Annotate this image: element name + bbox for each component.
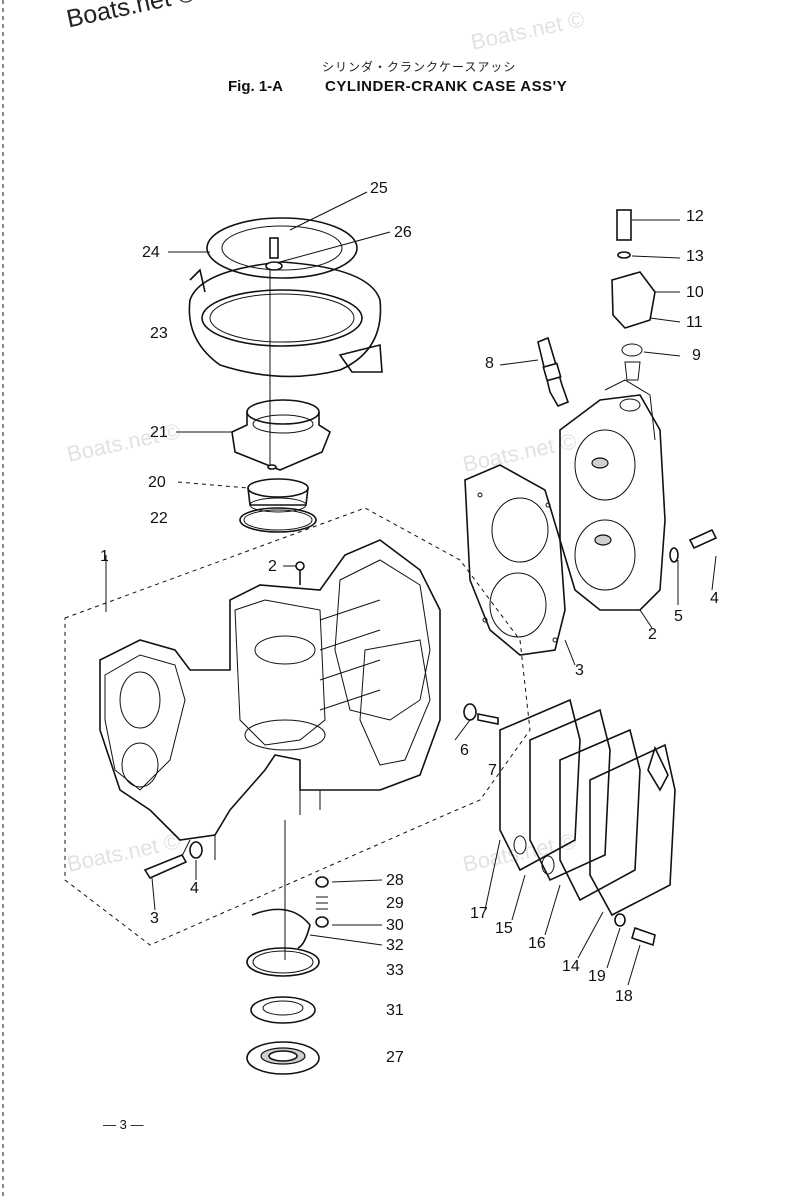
callout-22: 22 <box>150 510 168 527</box>
callout-13: 13 <box>686 248 704 265</box>
callout-10: 10 <box>686 284 704 301</box>
bottom-oil-seal <box>246 1041 320 1075</box>
callout-11: 11 <box>686 314 703 331</box>
callout-18: 18 <box>615 988 633 1005</box>
cylinder-crankcase-block <box>99 539 441 861</box>
callout-8: 8 <box>485 355 494 372</box>
bolt-with-washer-6 <box>463 703 499 725</box>
callout-33: 33 <box>386 962 404 979</box>
leader-lines <box>105 191 717 986</box>
bolt-with-washer-lower <box>143 841 203 880</box>
callout-3: 3 <box>150 910 159 927</box>
callout-24: 24 <box>142 244 160 261</box>
callout-3: 3 <box>575 662 584 679</box>
exhaust-covers-and-gaskets <box>499 698 676 917</box>
bearing-housing <box>231 399 331 471</box>
assembly-outline-box <box>64 507 531 946</box>
callout-30: 30 <box>386 917 404 934</box>
callout-4: 4 <box>190 880 199 897</box>
circlip <box>251 908 311 949</box>
callout-19: 19 <box>588 968 606 985</box>
callout-27: 27 <box>386 1049 404 1066</box>
callout-21: 21 <box>150 424 168 441</box>
callout-20: 20 <box>148 474 166 491</box>
callout-5: 5 <box>674 608 683 625</box>
callout-25: 25 <box>370 180 388 197</box>
callout-29: 29 <box>386 895 404 912</box>
top-plate-assembly <box>188 217 383 378</box>
callout-32: 32 <box>386 937 404 954</box>
callout-31: 31 <box>386 1002 404 1019</box>
cover-bolt-and-washer <box>614 913 656 947</box>
figure-title: CYLINDER-CRANK CASE ASS'Y <box>325 78 568 95</box>
callout-2: 2 <box>648 626 657 643</box>
callout-14: 14 <box>562 958 580 975</box>
oil-seal-and-oring <box>239 478 317 533</box>
head-bolt-and-washer <box>669 528 718 563</box>
spark-plug <box>537 336 570 408</box>
callout-12: 12 <box>686 208 704 225</box>
callout-23: 23 <box>150 325 168 342</box>
figure-number: Fig. 1-A <box>228 78 283 95</box>
page-number: — 3 — <box>103 1117 144 1132</box>
bearing-ring <box>246 947 320 977</box>
callout-2: 2 <box>268 558 277 575</box>
callout-15: 15 <box>495 920 513 937</box>
callout-28: 28 <box>386 872 404 889</box>
callout-9: 9 <box>692 347 701 364</box>
thermostat-assembly <box>611 209 656 381</box>
cylinder-head <box>559 379 666 611</box>
callout-16: 16 <box>528 935 546 952</box>
callout-4: 4 <box>710 590 719 607</box>
callout-7: 7 <box>488 762 497 779</box>
callout-6: 6 <box>460 742 469 759</box>
thrust-ring <box>250 996 316 1024</box>
subtitle-japanese: シリンダ・クランクケースアッシ <box>322 60 517 74</box>
callout-1: 1 <box>100 548 109 565</box>
callout-26: 26 <box>394 224 412 241</box>
relief-valve-parts <box>315 876 329 928</box>
callout-17: 17 <box>470 905 488 922</box>
cylinder-head-gasket <box>464 464 566 656</box>
